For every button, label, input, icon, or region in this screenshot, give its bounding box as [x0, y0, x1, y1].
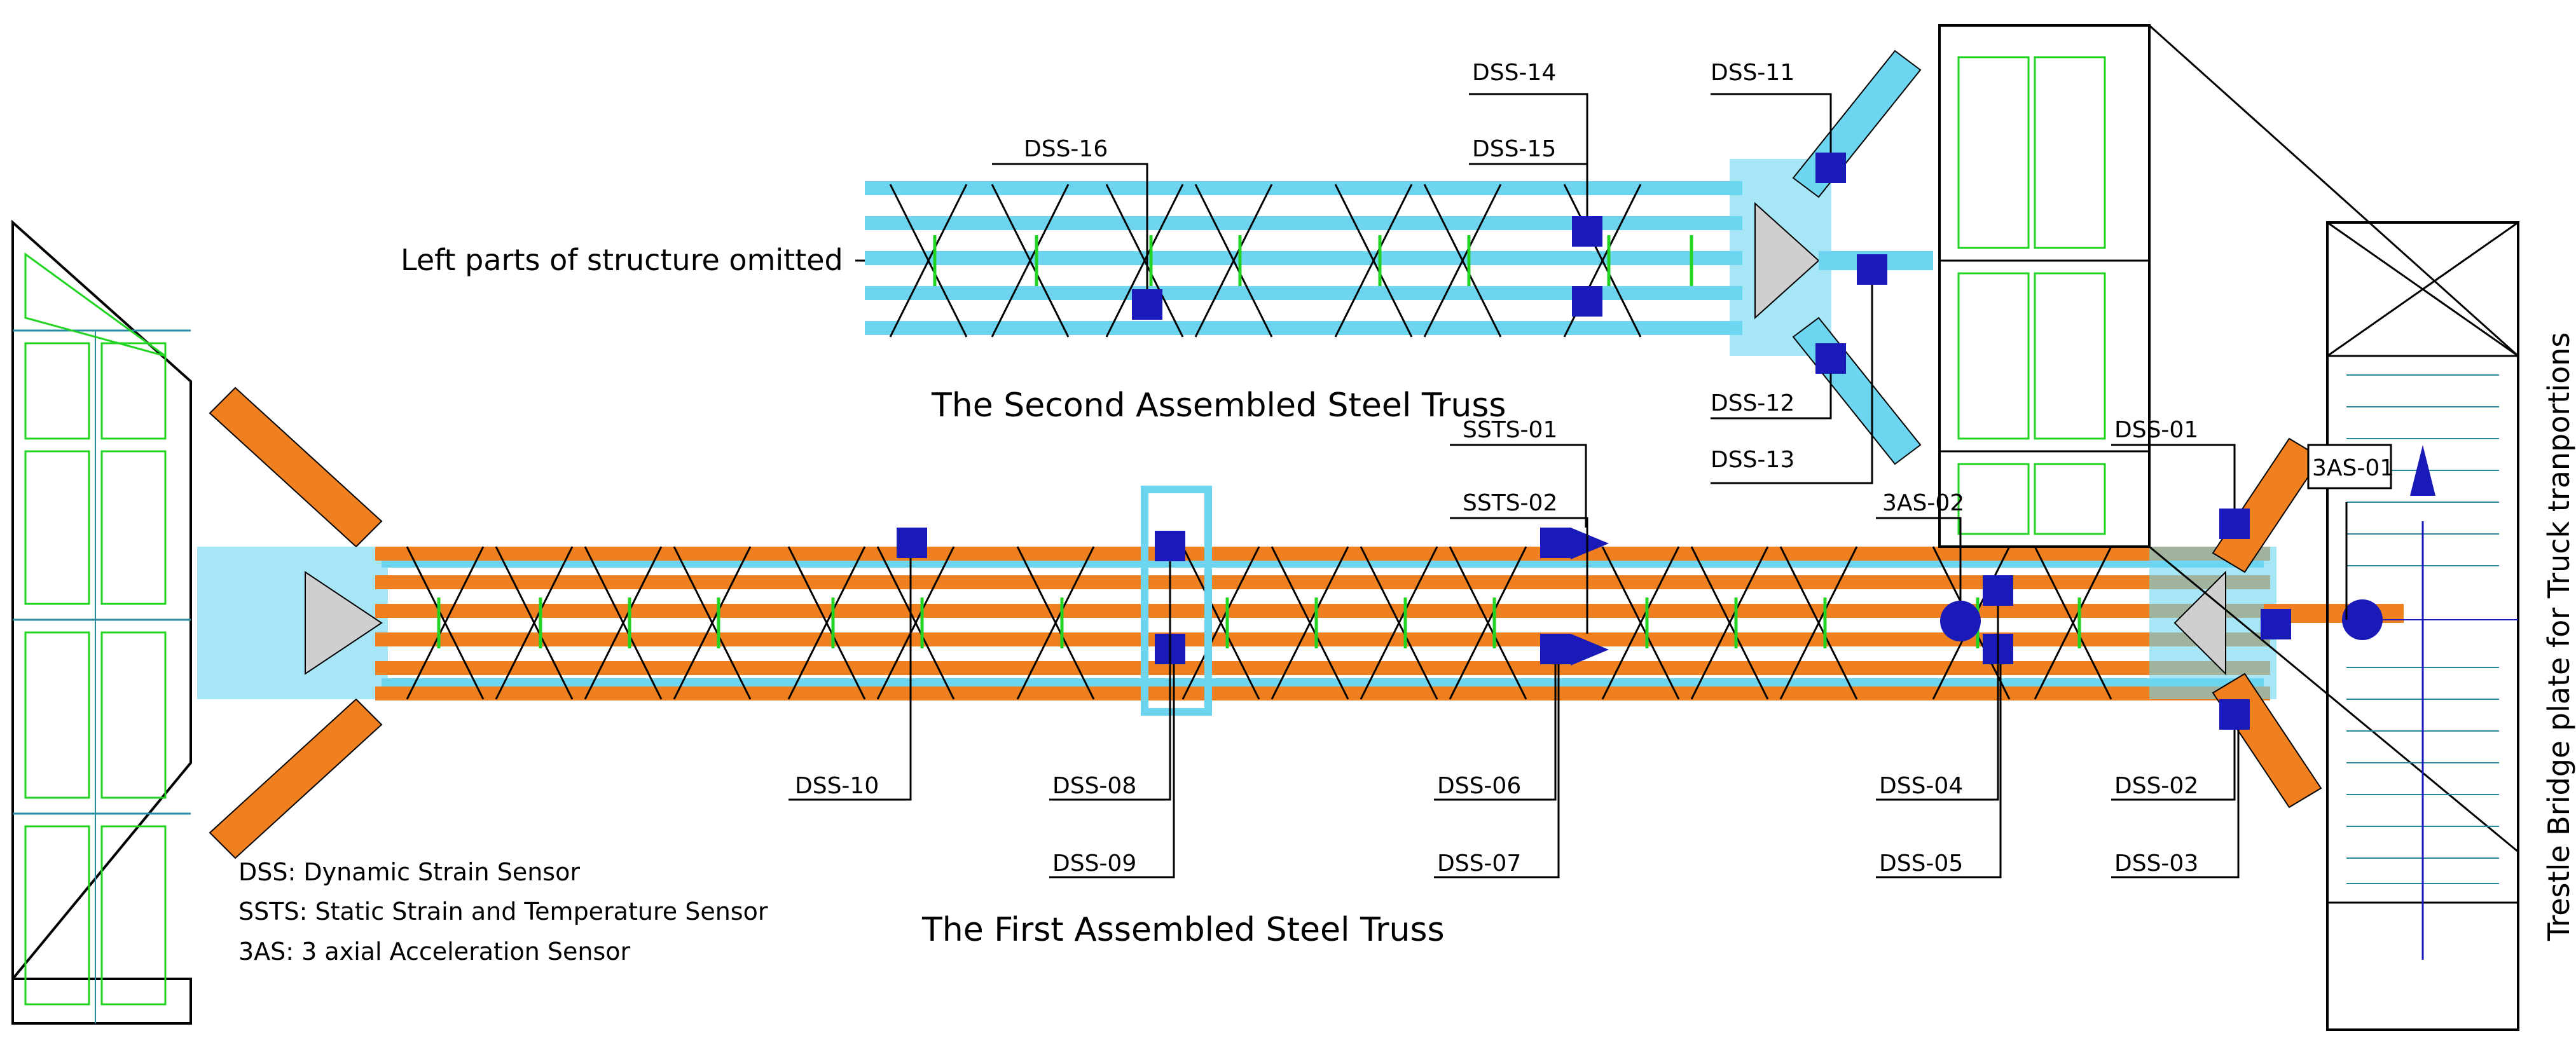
label-dss-02: DSS-02: [2114, 773, 2198, 799]
sensor-dss-08: [1155, 531, 1185, 561]
legend-item-ssts: SSTS: Static Strain and Temperature Sens…: [238, 898, 768, 925]
legend-item-3as: 3AS: 3 axial Acceleration Sensor: [238, 938, 631, 966]
sensor-dss-13: [1815, 343, 1846, 374]
label-dss-03: DSS-03: [2114, 850, 2198, 877]
omitted-note: Left parts of structure omitted: [401, 243, 843, 277]
first-truss-title: The First Assembled Steel Truss: [921, 911, 1445, 949]
sensor-dss-15: [1572, 286, 1602, 317]
trestle-note: Trestle Bridge plate for Truck tranporti…: [2542, 332, 2576, 941]
label-ssts-02: SSTS-02: [1463, 490, 1557, 516]
label-3as-01-box: [2307, 444, 2392, 489]
sensor-dss-16: [1132, 289, 1162, 320]
label-dss-06: DSS-06: [1437, 773, 1521, 799]
label-dss-01: DSS-01: [2114, 417, 2198, 443]
label-dss-08: DSS-08: [1052, 773, 1136, 799]
sensor-dss-11: [1815, 153, 1846, 183]
sensors: [897, 153, 2383, 730]
sensor-dss-12: [1857, 254, 1887, 285]
label-dss-13: DSS-13: [1711, 447, 1794, 473]
legend-item-dss: DSS: Dynamic Strain Sensor: [238, 858, 580, 886]
sensor-ssts-02-arrow: [1571, 634, 1609, 666]
label-dss-16: DSS-16: [1024, 136, 1108, 162]
first-truss: [197, 386, 2404, 859]
sensor-dss-01: [2219, 509, 2250, 539]
sensor-3as-02: [1940, 601, 1981, 641]
sensor-dss-10: [897, 528, 927, 558]
left-abutment: [11, 219, 192, 1025]
label-3as-02: 3AS-02: [1882, 490, 1964, 516]
label-dss-11: DSS-11: [1711, 60, 1794, 86]
sensor-ssts-01: [1540, 528, 1571, 558]
sensor-dss-04: [1983, 575, 2013, 606]
label-dss-15: DSS-15: [1472, 136, 1556, 162]
label-dss-12: DSS-12: [1711, 390, 1794, 416]
label-dss-10: DSS-10: [795, 773, 879, 799]
sensor-ssts-01-arrow: [1571, 528, 1609, 559]
trestle-bridge-plate: [2326, 221, 2519, 1031]
label-dss-05: DSS-05: [1879, 850, 1963, 877]
sensor-dss-14: [1572, 216, 1602, 247]
right-support-top: [1938, 24, 2519, 853]
sensor-dss-02: [2219, 699, 2250, 730]
label-dss-09: DSS-09: [1052, 850, 1136, 877]
label-dss-14: DSS-14: [1472, 60, 1556, 86]
legend: DSS: Dynamic Strain Sensor SSTS: Static …: [238, 858, 768, 966]
sensor-dss-06: [1540, 634, 1571, 664]
label-dss-07: DSS-07: [1437, 850, 1521, 877]
leader-lines: [789, 93, 2348, 878]
label-dss-04: DSS-04: [1879, 773, 1963, 799]
sensor-3as-01: [2342, 599, 2383, 640]
label-ssts-01: SSTS-01: [1463, 417, 1557, 443]
second-truss-title: The Second Assembled Steel Truss: [931, 386, 1506, 425]
sensor-dss-03: [2261, 609, 2291, 639]
label-3as-01: 3AS-01: [2312, 455, 2394, 481]
sensor-labels: DSS-10 DSS-08 DSS-09 DSS-06 DSS-07 DSS-0…: [795, 60, 2394, 877]
